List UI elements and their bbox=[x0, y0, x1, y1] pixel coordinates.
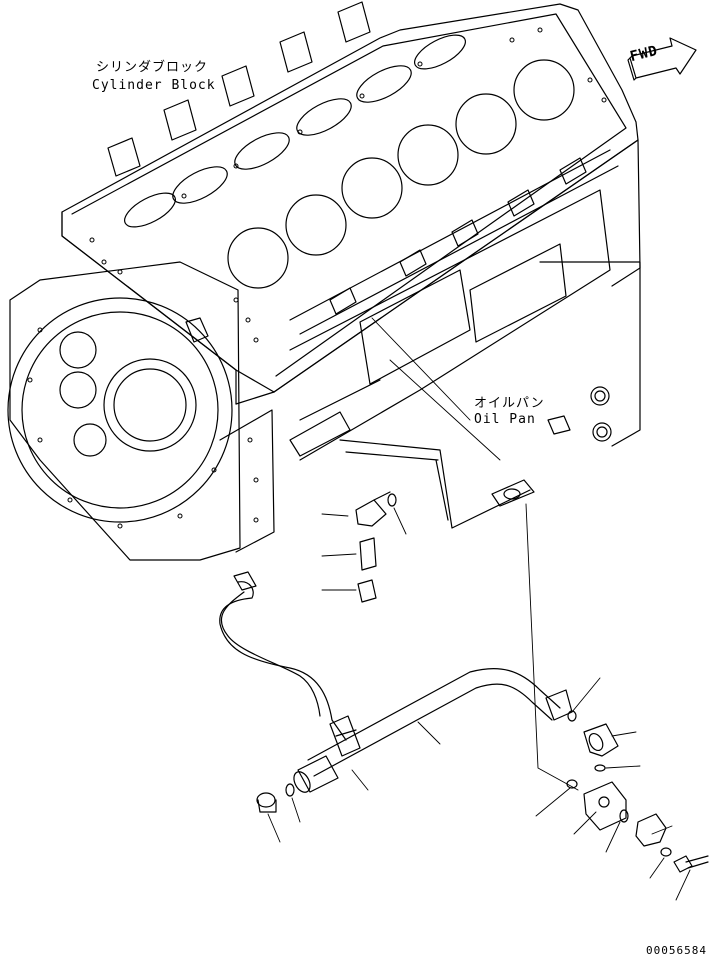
drawing-number: 00056584 bbox=[646, 944, 707, 957]
leader-lines bbox=[267, 507, 691, 901]
label-cylinder-block-jp: シリンダブロック bbox=[96, 60, 209, 75]
label-oil-pan-jp: オイルパン bbox=[474, 396, 545, 411]
oil-pipe-assembly bbox=[219, 479, 709, 873]
fwd-arrow-icon bbox=[627, 37, 697, 81]
label-oil-pan-en: Oil Pan bbox=[474, 412, 536, 427]
cylinder-block-drawing bbox=[7, 1, 641, 561]
label-cylinder-block-en: Cylinder Block bbox=[92, 78, 216, 93]
